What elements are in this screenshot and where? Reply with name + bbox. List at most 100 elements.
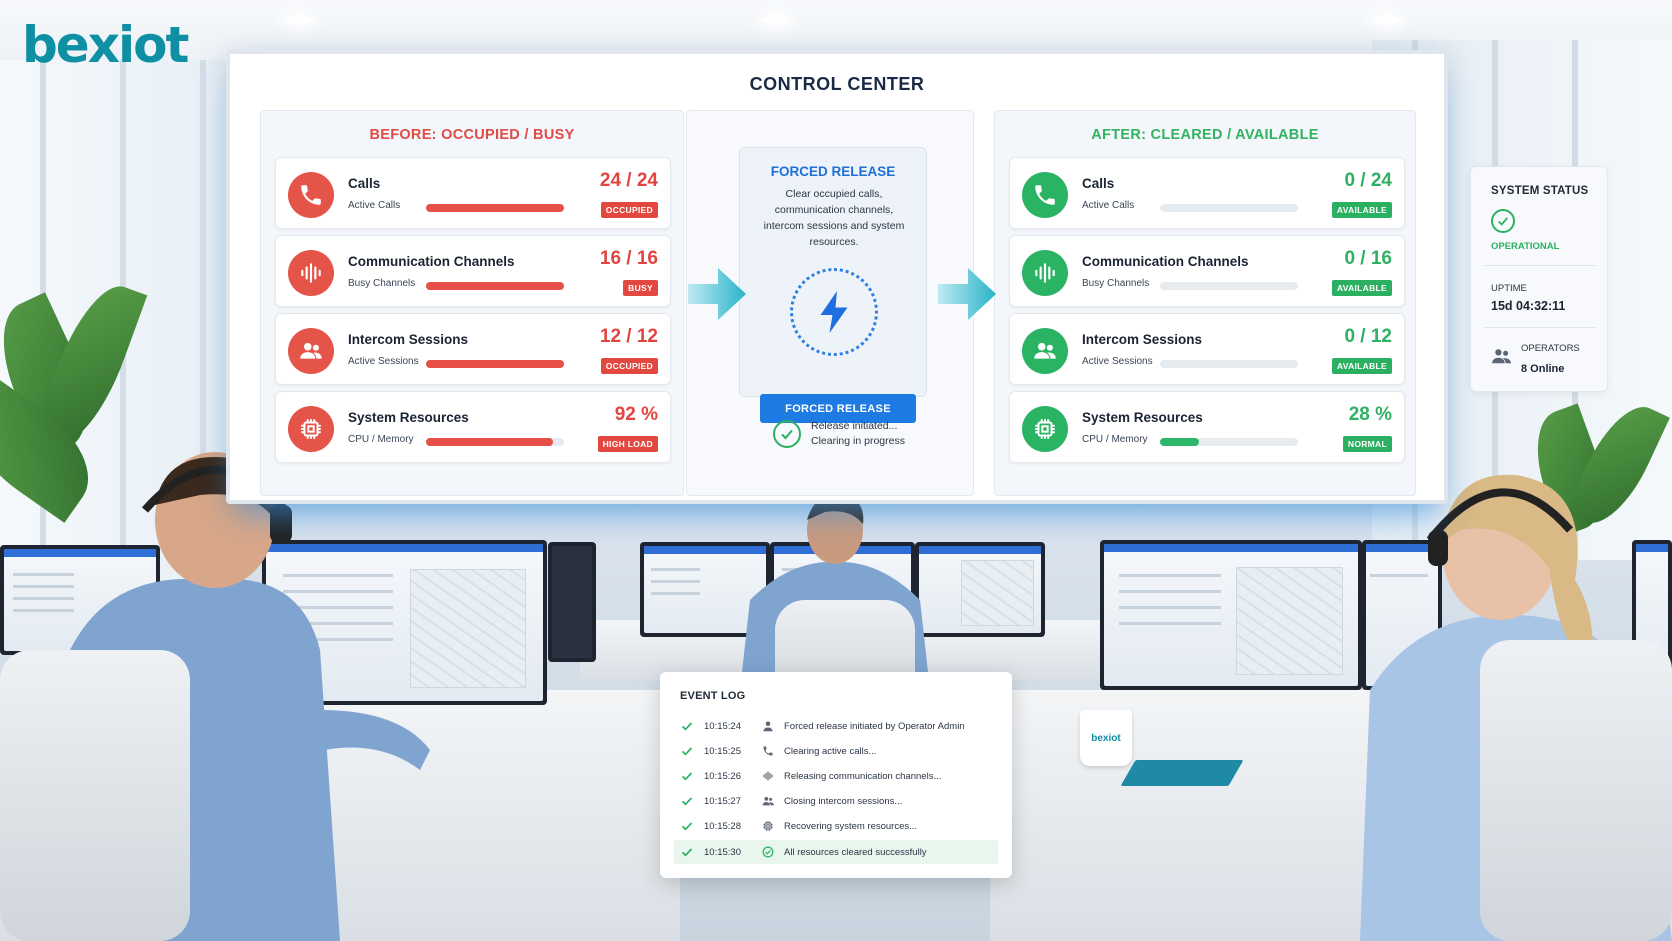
- before-card-channels: Communication Channels Busy Channels 16 …: [275, 235, 671, 307]
- divider: [1483, 327, 1597, 328]
- status-badge: AVAILABLE: [1331, 202, 1392, 218]
- usage-bar-fill: [1160, 438, 1199, 446]
- card-title: Calls: [348, 176, 381, 191]
- card-subtitle: Busy Channels: [348, 278, 416, 289]
- usage-bar-fill: [426, 438, 553, 446]
- ceiling-light: [762, 16, 788, 24]
- event-log-title: EVENT LOG: [680, 690, 746, 702]
- forced-release-box: FORCED RELEASE Clear occupied calls, com…: [739, 147, 927, 423]
- usage-bar: [1160, 438, 1298, 446]
- users-icon: [1492, 349, 1511, 364]
- check-icon: [674, 846, 700, 858]
- usage-bar: [1160, 360, 1298, 368]
- card-subtitle: CPU / Memory: [1082, 434, 1148, 445]
- usage-bar: [1160, 282, 1298, 290]
- event-time: 10:15:28: [704, 820, 741, 832]
- phone-icon: [756, 745, 780, 757]
- event-time: 10:15:24: [704, 720, 741, 732]
- before-heading: BEFORE: OCCUPIED / BUSY: [369, 127, 575, 143]
- event-time: 10:15:27: [704, 795, 741, 807]
- check-circle-icon: [1491, 209, 1515, 233]
- before-panel: BEFORE: OCCUPIED / BUSY Calls Active Cal…: [260, 110, 684, 496]
- waveform-icon: [756, 770, 780, 782]
- card-title: System Resources: [1082, 410, 1203, 425]
- release-status: Release initiated... Clearing in progres…: [773, 419, 905, 449]
- card-title: System Resources: [348, 410, 469, 425]
- card-subtitle: Active Sessions: [1082, 356, 1153, 367]
- event-time: 10:15:30: [704, 846, 741, 858]
- check-icon: [674, 795, 700, 807]
- monitor: [915, 542, 1045, 637]
- before-card-calls: Calls Active Calls 24 / 24 OCCUPIED: [275, 157, 671, 229]
- cpu-icon: [288, 406, 334, 452]
- after-card-calls: Calls Active Calls 0 / 24 AVAILABLE: [1009, 157, 1405, 229]
- card-value: 0 / 16: [1344, 248, 1392, 269]
- card-value: 24 / 24: [599, 170, 658, 191]
- event-time: 10:15:25: [704, 745, 741, 757]
- system-state: OPERATIONAL: [1491, 241, 1560, 252]
- ceiling-light: [1374, 16, 1400, 24]
- ceiling-light: [286, 16, 312, 24]
- phone-icon: [1022, 172, 1068, 218]
- card-title: Intercom Sessions: [348, 332, 469, 347]
- after-panel: AFTER: CLEARED / AVAILABLE Calls Active …: [994, 110, 1416, 496]
- users-icon: [756, 795, 780, 807]
- event-log-row: 10:15:26 Releasing communication channel…: [674, 764, 998, 788]
- event-log-row: 10:15:27 Closing intercom sessions...: [674, 789, 998, 813]
- after-card-intercom: Intercom Sessions Active Sessions 0 / 12…: [1009, 313, 1405, 385]
- card-subtitle: Active Calls: [348, 200, 401, 211]
- system-status-panel: SYSTEM STATUS OPERATIONAL UPTIME 15d 04:…: [1470, 166, 1608, 392]
- mug: bexiot: [1080, 710, 1132, 766]
- chair: [0, 650, 190, 941]
- usage-bar: [1160, 204, 1298, 212]
- event-text: Forced release initiated by Operator Adm…: [784, 720, 965, 732]
- release-status-line2: Clearing in progress: [811, 435, 905, 447]
- event-log-panel: EVENT LOG 10:15:24 Forced release initia…: [660, 672, 1012, 878]
- arrow-right-icon: [688, 268, 746, 320]
- cpu-icon: [756, 820, 780, 832]
- check-circle-icon: [773, 420, 801, 448]
- card-value: 16 / 16: [599, 248, 658, 269]
- waveform-icon: [288, 250, 334, 296]
- event-log-row: 10:15:28 Recovering system resources...: [674, 814, 998, 838]
- usage-bar: [426, 204, 564, 212]
- card-value: 0 / 12: [1344, 326, 1392, 347]
- monitor: [1100, 540, 1362, 690]
- operators-label: OPERATORS: [1521, 343, 1580, 354]
- monitor: [640, 542, 770, 637]
- brand-logo: bexiot: [22, 16, 189, 74]
- usage-bar: [426, 360, 564, 368]
- forced-release-description: Clear occupied calls, communication chan…: [763, 188, 905, 248]
- monitor: [548, 542, 596, 662]
- card-value: 28 %: [1348, 404, 1392, 425]
- event-log-row: 10:15:24 Forced release initiated by Ope…: [674, 714, 998, 738]
- before-card-intercom: Intercom Sessions Active Sessions 12 / 1…: [275, 313, 671, 385]
- usage-bar-fill: [426, 204, 564, 212]
- usage-bar-fill: [426, 282, 564, 290]
- usage-bar: [426, 282, 564, 290]
- card-value: 12 / 12: [599, 326, 658, 347]
- uptime-value: 15d 04:32:11: [1491, 299, 1566, 313]
- status-badge: OCCUPIED: [600, 202, 658, 218]
- forced-release-button[interactable]: FORCED RELEASE: [760, 394, 916, 423]
- forced-release-title: FORCED RELEASE: [770, 164, 896, 179]
- after-card-channels: Communication Channels Busy Channels 0 /…: [1009, 235, 1405, 307]
- event-text: Clearing active calls...: [784, 745, 877, 757]
- after-card-resources: System Resources CPU / Memory 28 % NORMA…: [1009, 391, 1405, 463]
- uptime-label: UPTIME: [1491, 283, 1527, 294]
- card-title: Communication Channels: [348, 254, 515, 269]
- control-center-screen: CONTROL CENTER BEFORE: OCCUPIED / BUSY C…: [226, 50, 1448, 504]
- notebook: [1120, 760, 1244, 786]
- lightning-icon: [790, 268, 878, 356]
- chair: [1480, 640, 1672, 941]
- check-icon: [674, 745, 700, 757]
- card-subtitle: Active Calls: [1082, 200, 1135, 211]
- usage-bar: [426, 438, 564, 446]
- card-subtitle: Active Sessions: [348, 356, 419, 367]
- card-title: Calls: [1082, 176, 1115, 191]
- event-text: All resources cleared successfully: [784, 846, 927, 858]
- users-icon: [1022, 328, 1068, 374]
- event-text: Releasing communication channels...: [784, 770, 942, 782]
- operators-value: 8 Online: [1521, 363, 1565, 375]
- check-icon: [674, 820, 700, 832]
